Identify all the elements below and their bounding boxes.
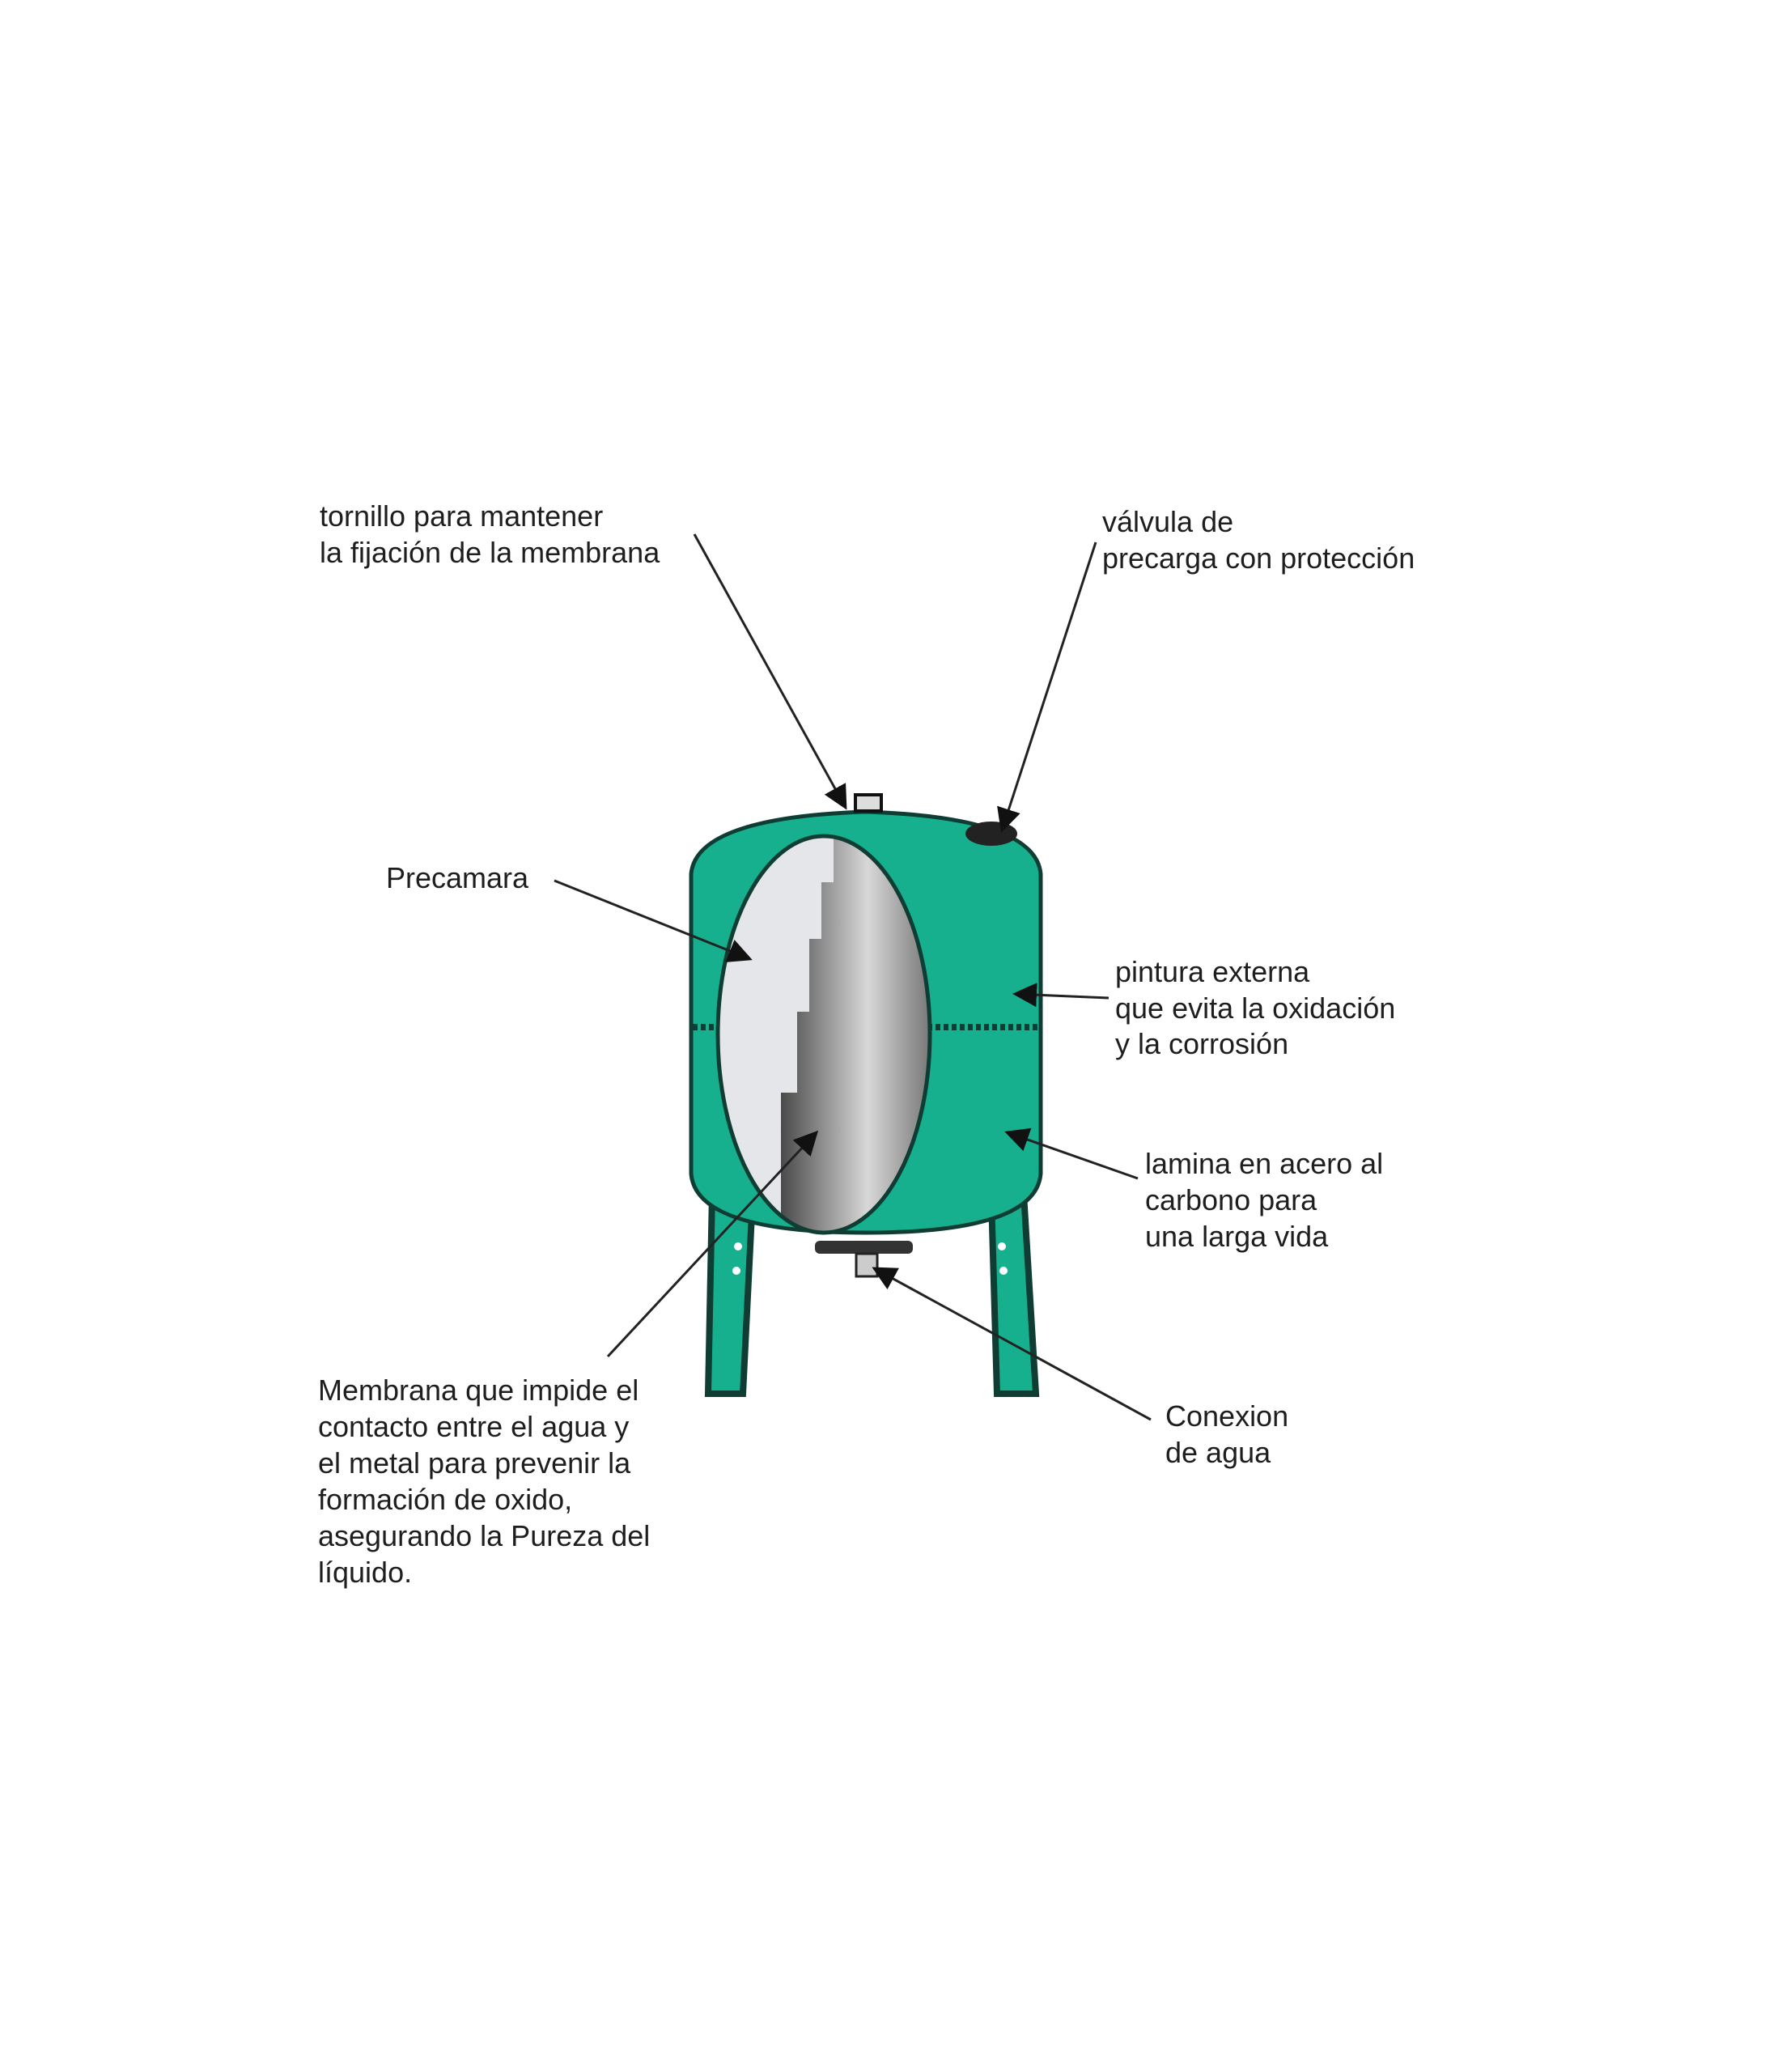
label-line: Precamara <box>386 861 529 894</box>
label-line: y la corrosión <box>1115 1027 1288 1060</box>
label-line: Membrana que impide el <box>318 1374 639 1407</box>
label-line: formación de oxido, <box>318 1483 572 1516</box>
label-line: contacto entre el agua y <box>318 1410 629 1443</box>
label-line: una larga vida <box>1145 1220 1329 1253</box>
label-line: líquido. <box>318 1556 412 1589</box>
label-line: válvula de <box>1102 505 1233 538</box>
label-line: de agua <box>1165 1436 1271 1469</box>
arrow-membrana <box>606 1130 819 1358</box>
arrow-tornillo <box>693 533 847 810</box>
label-valvula: válvula de precarga con protección <box>1102 505 1415 575</box>
right-leg <box>987 1190 1040 1397</box>
label-lamina: lamina en acero al carbono para una larg… <box>1145 1147 1383 1253</box>
arrow-valvula <box>997 541 1097 833</box>
label-conexion: Conexion de agua <box>1165 1399 1288 1469</box>
label-pintura: pintura externa que evita la oxidación y… <box>1115 955 1395 1060</box>
arrow-pintura <box>1012 983 1110 1008</box>
arrow-conexion <box>872 1267 1152 1421</box>
label-line: el metal para prevenir la <box>318 1446 631 1480</box>
label-precamara: Precamara <box>386 861 529 894</box>
label-line: que evita la oxidación <box>1115 991 1395 1025</box>
cutaway-window <box>715 834 932 1235</box>
label-membrana: Membrana que impide el contacto entre el… <box>318 1374 650 1589</box>
water-connector <box>855 1252 879 1278</box>
membrane <box>781 836 930 1233</box>
top-screw <box>854 793 883 813</box>
label-line: Conexion <box>1165 1399 1288 1433</box>
label-tornillo: tornillo para mantener la fijación de la… <box>320 499 660 569</box>
arrow-precamara <box>554 879 753 962</box>
label-line: tornillo para mantener <box>320 499 603 533</box>
label-line: pintura externa <box>1115 955 1310 988</box>
bottom-flange <box>815 1241 913 1254</box>
precharge-valve <box>965 822 1017 846</box>
arrow-lamina <box>1004 1127 1139 1180</box>
label-line: asegurando la Pureza del <box>318 1519 650 1552</box>
label-line: la fijación de la membrana <box>320 536 660 569</box>
label-line: carbono para <box>1145 1183 1317 1216</box>
label-line: lamina en acero al <box>1145 1147 1383 1180</box>
label-line: precarga con protección <box>1102 541 1415 575</box>
